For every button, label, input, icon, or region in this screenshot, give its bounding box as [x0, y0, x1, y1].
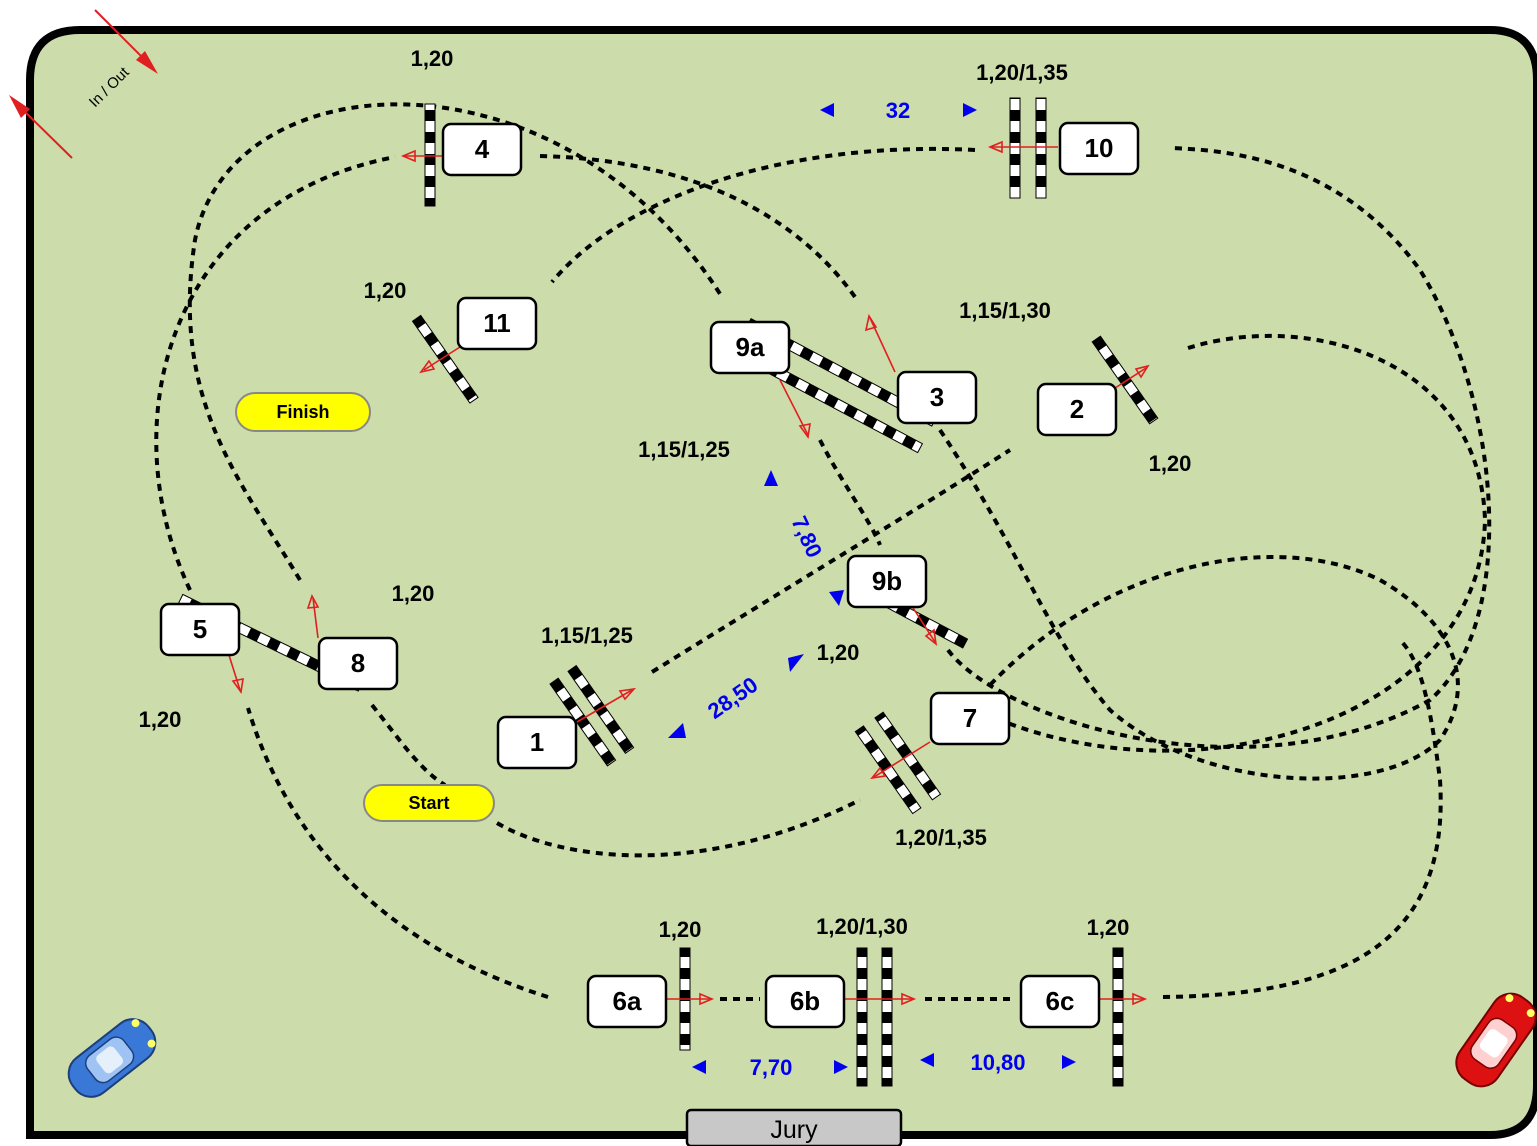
fence-10-pole-a: [1009, 97, 1021, 199]
height-6c: 1,20: [1087, 915, 1130, 940]
height-11: 1,20: [364, 278, 407, 303]
obstacle-11: 11: [456, 296, 538, 351]
obstacle-1: 1: [496, 715, 578, 770]
distance-6a-6b: 7,70: [692, 1055, 848, 1080]
obstacle-9b: 9b: [846, 554, 928, 609]
obstacle-1-number: 1: [530, 727, 544, 757]
direction-arrows: [227, 140, 1150, 1006]
obstacle-2: 2: [1036, 382, 1118, 437]
obstacle-9b-number: 9b: [872, 566, 902, 596]
jury-box: Jury: [685, 1108, 903, 1146]
fence-11-pole: [411, 314, 479, 404]
fence-10-pole-b: [1035, 97, 1047, 199]
height-1: 1,15/1,25: [541, 623, 633, 648]
obstacle-10: 10: [1058, 121, 1140, 176]
arena: [26, 26, 1537, 1139]
height-4: 1,20: [411, 46, 454, 71]
obstacle-4: 4: [441, 122, 523, 177]
height-6b: 1,20/1,30: [816, 914, 908, 939]
obstacle-8-number: 8: [351, 648, 365, 678]
obstacle-3-number: 3: [930, 382, 944, 412]
obstacle-9a-number: 9a: [736, 332, 765, 362]
finish-marker: Finish: [235, 392, 371, 432]
distance-9-10: 32: [820, 98, 977, 123]
obstacle-6b: 6b: [764, 974, 846, 1029]
fence-6c-pole: [1112, 947, 1124, 1087]
obstacle-5: 5: [159, 602, 241, 657]
obstacle-8: 8: [317, 636, 399, 691]
jury-label: Jury: [770, 1116, 818, 1144]
obstacle-7: 7: [929, 691, 1011, 746]
red-car-icon: [1455, 992, 1537, 1088]
obstacle-6a-number: 6a: [613, 986, 642, 1016]
obstacle-11-number: 11: [483, 308, 511, 338]
height-10: 1,20/1,35: [976, 60, 1068, 85]
start-label: Start: [408, 793, 449, 813]
fence-6b-pole-a: [856, 947, 868, 1087]
fence-1-pole-a: [549, 677, 617, 767]
height-8: 1,20: [392, 581, 435, 606]
obstacle-6a: 6a: [586, 974, 668, 1029]
course-track: [154, 102, 1492, 1001]
obstacle-4-number: 4: [475, 134, 490, 164]
obstacle-6c-number: 6c: [1046, 986, 1075, 1016]
obstacle-5-number: 5: [193, 614, 207, 644]
fence-6b-pole-b: [881, 947, 893, 1087]
start-marker: Start: [363, 784, 495, 822]
height-2: 1,20: [1149, 451, 1192, 476]
obstacle-3: 3: [896, 370, 978, 425]
distance-6a-6b-label: 7,70: [750, 1055, 793, 1080]
height-3: 1,15/1,30: [959, 298, 1051, 323]
fence-4-pole: [424, 103, 436, 207]
height-9a: 1,15/1,25: [638, 437, 730, 462]
finish-label: Finish: [277, 402, 330, 422]
distance-6b-6c-label: 10,80: [970, 1050, 1025, 1075]
height-6a: 1,20: [659, 917, 702, 942]
fence-7-pole-a: [854, 725, 922, 815]
obstacle-6c: 6c: [1019, 974, 1101, 1029]
obstacle-10-number: 10: [1085, 133, 1114, 163]
obstacle-6b-number: 6b: [790, 986, 820, 1016]
height-5: 1,20: [139, 707, 182, 732]
blue-car-icon: [67, 1018, 157, 1098]
distance-9-10-label: 32: [886, 98, 910, 123]
height-7: 1,20/1,35: [895, 825, 987, 850]
distance-6b-6c: 10,80: [920, 1050, 1076, 1075]
obstacle-7-number: 7: [963, 703, 977, 733]
fence-2-pole: [1091, 335, 1159, 425]
height-9b: 1,20: [817, 640, 860, 665]
obstacle-9a: 9a: [709, 320, 791, 375]
obstacle-2-number: 2: [1070, 394, 1084, 424]
